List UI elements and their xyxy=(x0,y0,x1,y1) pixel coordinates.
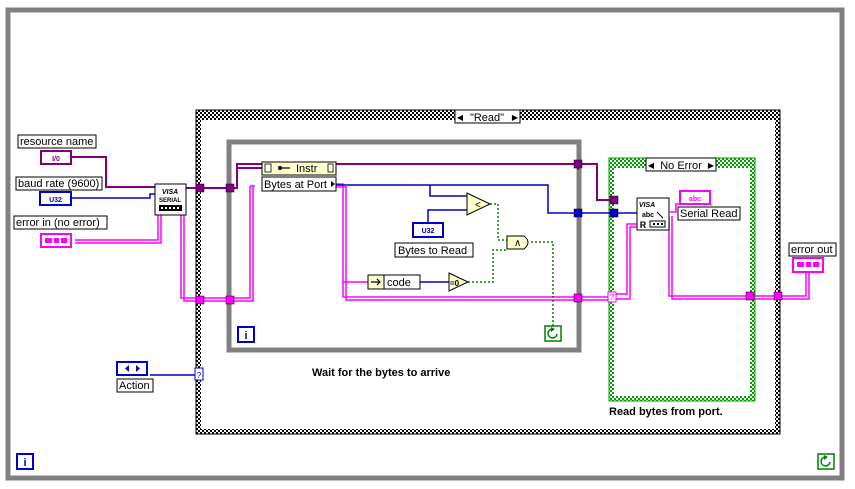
equal-zero-node[interactable]: =0 xyxy=(448,272,470,292)
baud-rate-control[interactable]: baud rate (9600) U32 xyxy=(15,176,103,206)
property-node[interactable]: Instr Bytes at Port xyxy=(261,161,337,192)
error-out-cluster-icon xyxy=(797,262,819,267)
resource-name-label: resource name xyxy=(20,136,93,148)
tunnel-resource-inner xyxy=(225,183,235,193)
tunnel-resource-case xyxy=(609,195,619,205)
less-than-symbol: < xyxy=(475,200,481,211)
resource-name-control[interactable]: resource name I/0 xyxy=(17,134,100,165)
error-out-indicator[interactable]: error out xyxy=(788,242,837,273)
resource-name-terminal: I/0 xyxy=(52,156,60,163)
tunnel-bytes-case xyxy=(609,208,619,218)
baud-rate-label: baud rate (9600) xyxy=(18,178,99,190)
less-than-node[interactable]: < xyxy=(466,192,492,216)
visa-serial-config-node[interactable]: VISA SERIAL xyxy=(154,183,187,216)
error-cluster-icon xyxy=(45,238,67,243)
visa-read-sub: abc xyxy=(642,212,654,219)
case-arrow-left-icon[interactable]: ◀ xyxy=(457,113,464,122)
outer-while-loop[interactable] xyxy=(5,7,845,481)
baud-rate-terminal: U32 xyxy=(49,197,62,204)
read-arrow-icon xyxy=(656,211,664,219)
action-label: Action xyxy=(119,380,150,392)
tunnel-resource-in xyxy=(195,183,205,193)
visa-serial-subtitle: SERIAL xyxy=(159,198,181,204)
unbundle-field-label: code xyxy=(387,277,411,289)
outer-iteration-label: i xyxy=(23,457,26,469)
inner-iteration-terminal: i xyxy=(237,326,255,343)
case-selector-no-error[interactable]: ◀ No Error ▶ xyxy=(645,157,717,172)
unbundle-arrow-icon xyxy=(371,278,381,286)
tunnel-error-struct-out xyxy=(773,291,783,301)
error-in-label: error in (no error) xyxy=(16,217,100,229)
tunnel-resource-out xyxy=(573,159,583,169)
and-node[interactable]: ∧ xyxy=(506,235,529,250)
no-error-arrow-right-icon[interactable]: ▶ xyxy=(708,161,715,170)
serial-read-indicator[interactable]: abc Serial Read xyxy=(669,190,741,221)
property-node-class: Instr xyxy=(296,163,318,175)
error-terminal-icon xyxy=(327,163,334,173)
no-error-comment: Read bytes from port. xyxy=(609,406,723,418)
action-selector-terminal-mark: ? xyxy=(197,371,202,380)
inner-iteration-label: i xyxy=(244,330,247,342)
serial-read-label: Serial Read xyxy=(680,208,737,220)
tunnel-error-case-out xyxy=(745,291,755,301)
case-selector-label: "Read" xyxy=(470,112,504,124)
no-error-arrow-left-icon[interactable]: ◀ xyxy=(648,161,655,170)
visa-read-r: R xyxy=(640,220,647,230)
bytes-to-read-constant[interactable]: U32 Bytes to Read xyxy=(394,222,474,258)
and-symbol: ∧ xyxy=(514,238,521,249)
property-node-property: Bytes at Port xyxy=(264,179,327,191)
action-selector-terminal: ? xyxy=(194,367,204,381)
loop-condition-icon[interactable] xyxy=(817,453,835,470)
tunnel-error-in xyxy=(195,295,205,305)
visa-serial-title: VISA xyxy=(162,189,178,196)
case-selector-terminal-mark: ? xyxy=(610,293,615,302)
enum-icon xyxy=(125,365,140,372)
outer-iteration-terminal: i xyxy=(16,453,34,470)
serial-connector-icon xyxy=(649,220,666,228)
serial-port-icon xyxy=(159,205,182,211)
tunnel-error-inner xyxy=(225,295,235,305)
inner-loop-comment: Wait for the bytes to arrive xyxy=(312,367,450,379)
error-out-label: error out xyxy=(791,244,833,256)
case-arrow-right-icon[interactable]: ▶ xyxy=(512,113,519,122)
unbundle-by-name-node[interactable]: code xyxy=(367,274,421,290)
case-structure-no-error[interactable] xyxy=(608,157,756,402)
property-output-arrow-icon xyxy=(331,181,335,187)
error-in-control[interactable]: error in (no error) xyxy=(13,215,108,248)
equal-zero-symbol: =0 xyxy=(450,279,460,288)
visa-read-title: VISA xyxy=(639,202,655,209)
inner-loop-condition-icon[interactable] xyxy=(544,325,562,342)
reference-icon xyxy=(264,163,290,173)
serial-read-terminal: abc xyxy=(689,196,701,203)
bytes-to-read-label: Bytes to Read xyxy=(398,245,467,257)
tunnel-error-out xyxy=(573,293,583,303)
tunnel-bytes-out xyxy=(573,208,583,218)
case-selector-read[interactable]: ◀ "Read" ▶ xyxy=(454,109,521,124)
tunnels: ? ? xyxy=(194,159,783,381)
bytes-to-read-terminal: U32 xyxy=(422,228,435,235)
visa-read-node[interactable]: VISA abc R xyxy=(636,197,670,231)
no-error-selector-label: No Error xyxy=(660,160,702,172)
case-selector-terminal: ? xyxy=(607,291,617,303)
action-control[interactable]: Action xyxy=(116,361,154,393)
